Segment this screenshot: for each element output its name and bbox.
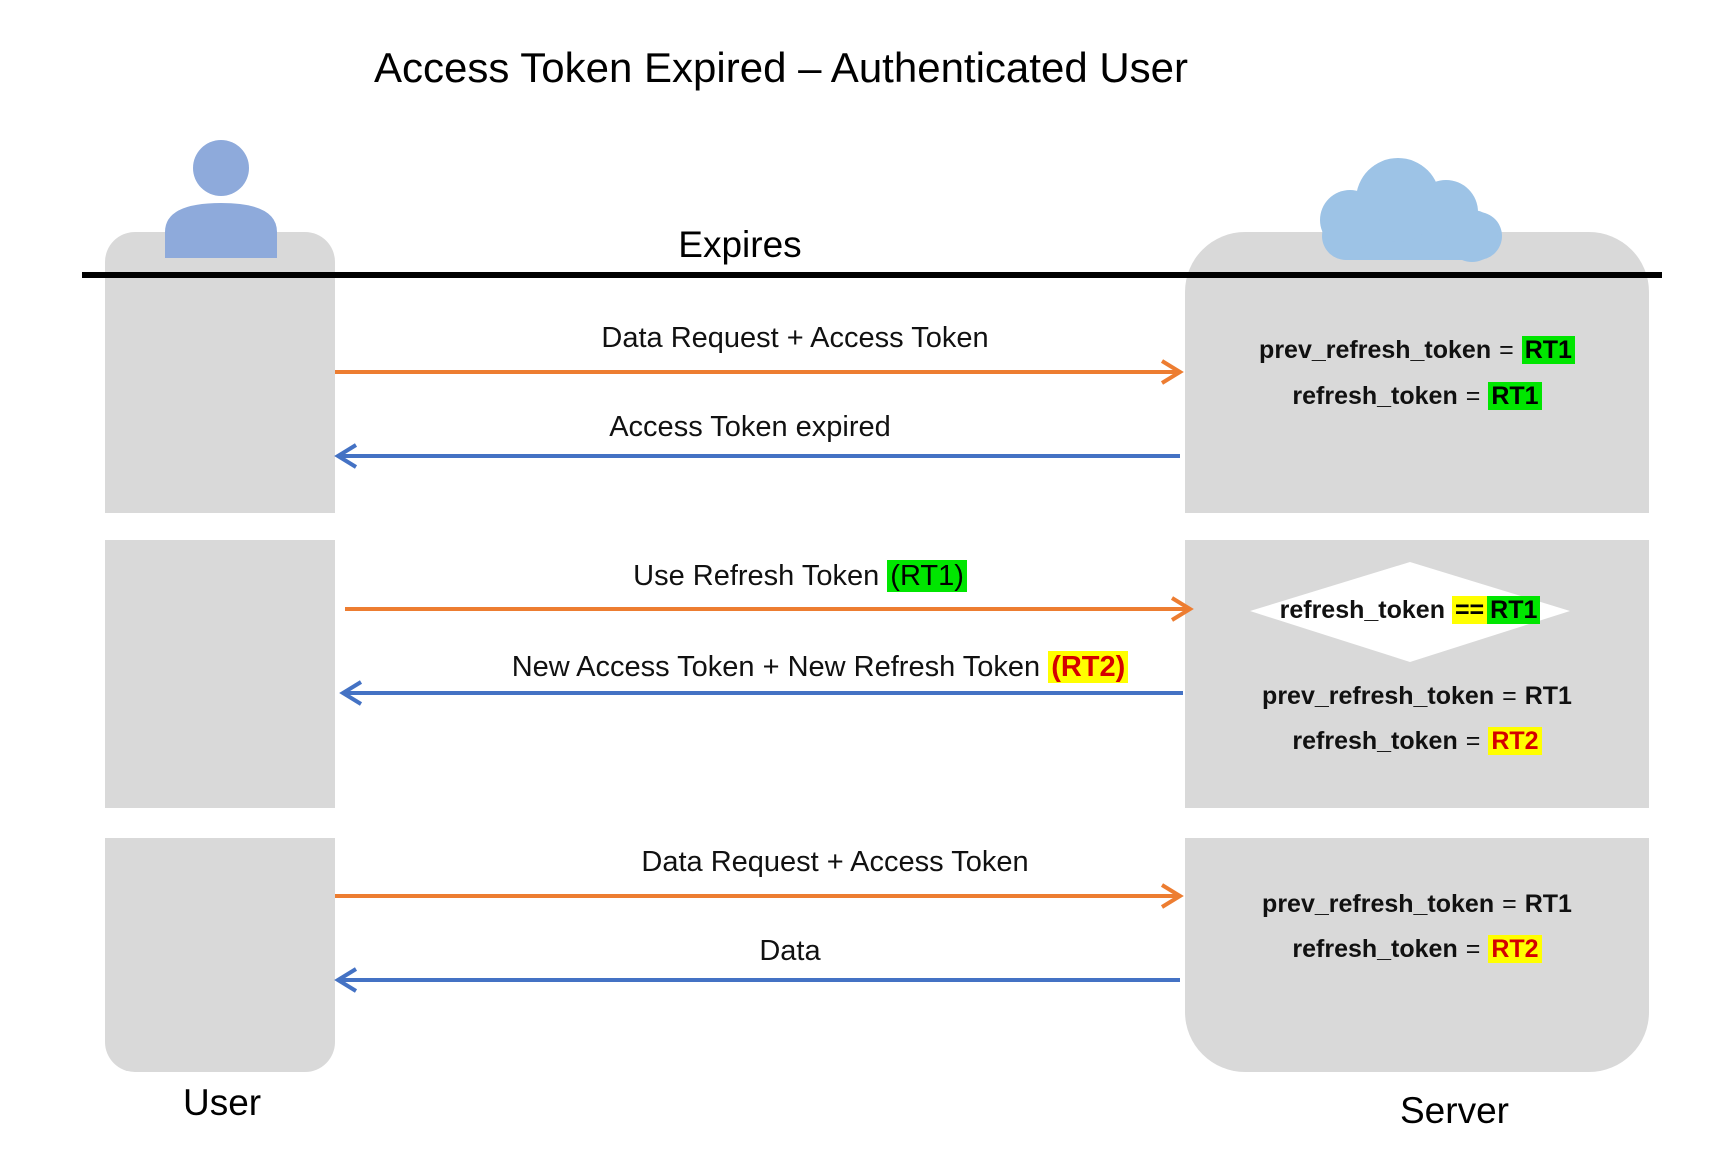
token-value: RT2 — [1488, 727, 1542, 755]
check-value: RT1 — [1487, 596, 1541, 624]
equals-sign: = — [1465, 382, 1481, 410]
stage1-response-arrow — [334, 443, 1180, 469]
stage2-request-arrow — [345, 596, 1194, 622]
stage1-refresh-token: refresh_token=RT1 — [1185, 382, 1649, 411]
diagram-title: Access Token Expired – Authenticated Use… — [374, 44, 1189, 91]
stage2-prev-refresh-token: prev_refresh_token=RT1 — [1185, 682, 1649, 711]
token-label: refresh_token — [1292, 382, 1458, 410]
server-panel-stage3 — [1185, 838, 1649, 1072]
equals-sign: = — [1502, 682, 1517, 710]
token-value: RT2 — [1488, 935, 1542, 963]
stage1-response-label: Access Token expired — [609, 411, 891, 443]
stage3-response-label: Data — [759, 935, 821, 967]
stage2-refresh-token: refresh_token=RT2 — [1185, 727, 1649, 756]
stage1-prev-refresh-token: prev_refresh_token=RT1 — [1185, 336, 1649, 365]
cloud-icon — [1320, 158, 1502, 262]
prev-token-label: prev_refresh_token — [1262, 890, 1495, 918]
token-label: refresh_token — [1292, 935, 1458, 963]
request-text: Use Refresh Token — [633, 560, 888, 592]
user-actor-label: User — [183, 1082, 262, 1123]
refresh-token-check: refresh_token ==RT1 — [1250, 596, 1570, 625]
prev-token-label: prev_refresh_token — [1259, 336, 1492, 364]
equals-sign: = — [1465, 727, 1481, 755]
prev-token-value: RT1 — [1524, 682, 1572, 710]
expires-label: Expires — [678, 224, 802, 265]
user-panel-stage2 — [105, 540, 335, 808]
token-value: RT1 — [1488, 382, 1542, 410]
equals-sign: = — [1502, 890, 1517, 918]
equals-sign: = — [1465, 935, 1481, 963]
prev-token-value: RT1 — [1521, 336, 1575, 364]
server-actor-label: Server — [1400, 1090, 1509, 1131]
user-panel-stage3 — [105, 838, 335, 1072]
stage3-refresh-token: refresh_token=RT2 — [1185, 935, 1649, 964]
stage3-response-arrow — [334, 967, 1180, 993]
stage1-request-label: Data Request + Access Token — [601, 322, 989, 354]
response-token: (RT2) — [1048, 651, 1129, 683]
check-label: refresh_token — [1279, 596, 1445, 624]
user-panel-stage1 — [105, 232, 335, 513]
user-icon — [165, 140, 277, 258]
stage3-request-label: Data Request + Access Token — [641, 846, 1029, 878]
check-operator: == — [1451, 596, 1488, 624]
stage2-response-arrow — [339, 680, 1183, 706]
decision-diamond — [1250, 562, 1570, 662]
token-label: refresh_token — [1292, 727, 1458, 755]
prev-token-value: RT1 — [1524, 890, 1572, 918]
stage1-request-arrow — [335, 359, 1184, 385]
equals-sign: = — [1499, 336, 1514, 364]
stage2-response-label: New Access Token + New Refresh Token (RT… — [420, 651, 1220, 684]
prev-token-label: prev_refresh_token — [1262, 682, 1495, 710]
expiry-line — [82, 272, 1662, 278]
stage3-prev-refresh-token: prev_refresh_token=RT1 — [1185, 890, 1649, 919]
server-panel-stage1 — [1185, 232, 1649, 513]
stage2-request-label: Use Refresh Token (RT1) — [450, 560, 1150, 593]
stage3-request-arrow — [335, 883, 1184, 909]
response-text: New Access Token + New Refresh Token — [511, 651, 1049, 683]
request-token: (RT1) — [887, 560, 967, 592]
